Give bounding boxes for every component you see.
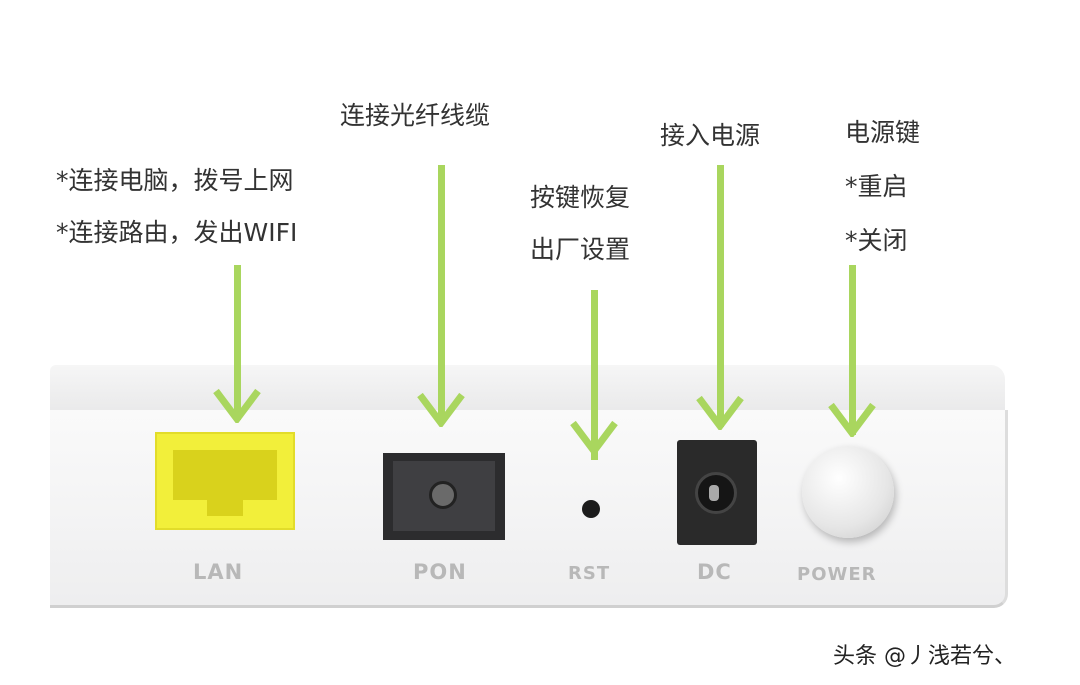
pon-port: [383, 453, 505, 540]
watermark: 头条 @丿浅若兮、: [833, 644, 1016, 669]
lan-port-socket: [173, 450, 277, 500]
power-annotation: 电源键 *重启 *关闭: [845, 106, 920, 268]
rst-label: RST: [568, 563, 611, 584]
pon-label: PON: [413, 560, 467, 584]
pon-port-ferrule: [429, 481, 457, 509]
rst-annotation-line2: 出厂设置: [530, 235, 631, 264]
dc-port: [677, 440, 757, 545]
rst-annotation: 按键恢复 出厂设置: [530, 172, 630, 276]
rst-button-hole: [582, 500, 600, 518]
lan-annotation: *连接电脑，拨号上网 *连接路由，发出WIFI: [56, 155, 297, 259]
lan-annotation-line1: *连接电脑，拨号上网: [56, 166, 294, 195]
power-annotation-line1: 电源键: [845, 118, 921, 147]
lan-port-clip: [207, 500, 243, 516]
power-label: POWER: [797, 564, 877, 585]
power-annotation-line3: *关闭: [845, 226, 908, 255]
pon-annotation: 连接光纤线缆: [340, 101, 491, 130]
power-annotation-line2: *重启: [845, 172, 908, 201]
router-top-surface: [50, 365, 1005, 413]
dc-port-pin: [709, 485, 719, 501]
lan-annotation-line2: *连接路由，发出WIFI: [56, 218, 298, 247]
dc-annotation: 接入电源: [660, 121, 761, 150]
lan-port: [155, 432, 295, 530]
power-button: [802, 446, 894, 538]
lan-label: LAN: [193, 560, 244, 584]
rst-annotation-line1: 按键恢复: [530, 183, 631, 212]
dc-label: DC: [697, 560, 732, 584]
